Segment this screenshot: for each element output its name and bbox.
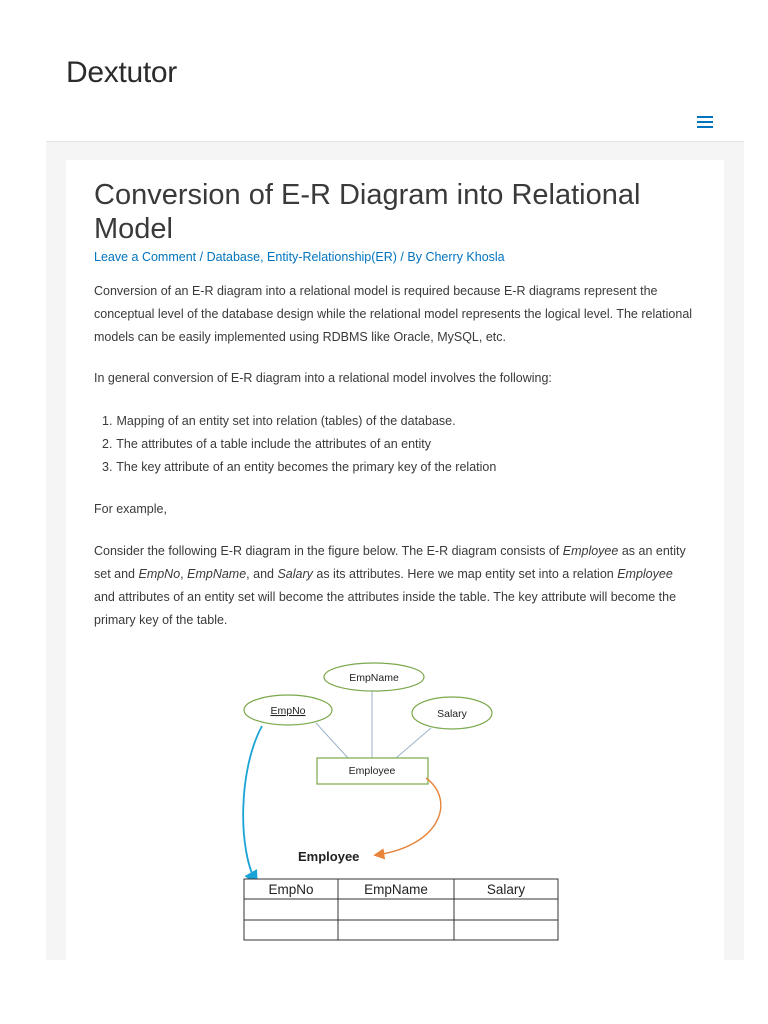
- table-title: Employee: [298, 849, 359, 864]
- list-item: 2. The attributes of a table include the…: [102, 437, 432, 451]
- connector-salary: [395, 727, 432, 759]
- intro-paragraph: Conversion of an E-R diagram into a rela…: [94, 284, 693, 344]
- connector-empno: [315, 722, 349, 759]
- meta-by: / By: [396, 250, 426, 264]
- category-link-er[interactable]: Entity-Relationship(ER): [267, 250, 397, 264]
- er-diagram-figure: EmpName EmpNo Salary Employee Employee E…: [226, 650, 566, 950]
- for-example-paragraph: For example,: [94, 502, 167, 516]
- site-title[interactable]: Dextutor: [66, 56, 177, 89]
- category-link-database[interactable]: Database: [206, 250, 261, 264]
- attribute-empname-label: EmpName: [349, 672, 399, 684]
- general-paragraph: In general conversion of E-R diagram int…: [94, 371, 552, 385]
- author-link[interactable]: Cherry Khosla: [425, 250, 505, 264]
- post-meta: Leave a Comment / Database, Entity-Relat…: [94, 250, 505, 264]
- arrow-key-to-column: [242, 725, 263, 886]
- attribute-salary: [411, 696, 493, 730]
- page-title: Conversion of E-R Diagram into Relationa…: [94, 179, 641, 245]
- table-header-empno: EmpNo: [268, 882, 313, 897]
- attribute-salary-label: Salary: [437, 708, 468, 720]
- list-item: 3. The key attribute of an entity become…: [102, 460, 497, 474]
- meta-comma: ,: [260, 250, 268, 264]
- arrow-entity-to-table: [373, 777, 442, 860]
- hamburger-menu-icon[interactable]: [692, 112, 718, 134]
- attribute-empno-label: EmpNo: [270, 705, 305, 717]
- entity-employee: [316, 757, 429, 785]
- site-header: Dextutor: [0, 0, 768, 141]
- attribute-empno: [243, 694, 333, 726]
- list-item: 1. Mapping of an entity set into relatio…: [102, 414, 456, 428]
- article: Conversion of E-R Diagram into Relationa…: [66, 160, 724, 960]
- table-header-empname: EmpName: [364, 882, 428, 897]
- attribute-empname: [323, 662, 425, 692]
- leave-comment-link[interactable]: Leave a Comment: [94, 250, 197, 264]
- header-divider: [46, 141, 744, 142]
- meta-separator: /: [196, 250, 207, 264]
- consider-paragraph: Consider the following E-R diagram in th…: [94, 544, 686, 627]
- entity-employee-label: Employee: [349, 765, 396, 777]
- table-header-salary: Salary: [487, 882, 526, 897]
- relation-table: [243, 878, 559, 941]
- steps-list: 1. Mapping of an entity set into relatio…: [94, 410, 694, 479]
